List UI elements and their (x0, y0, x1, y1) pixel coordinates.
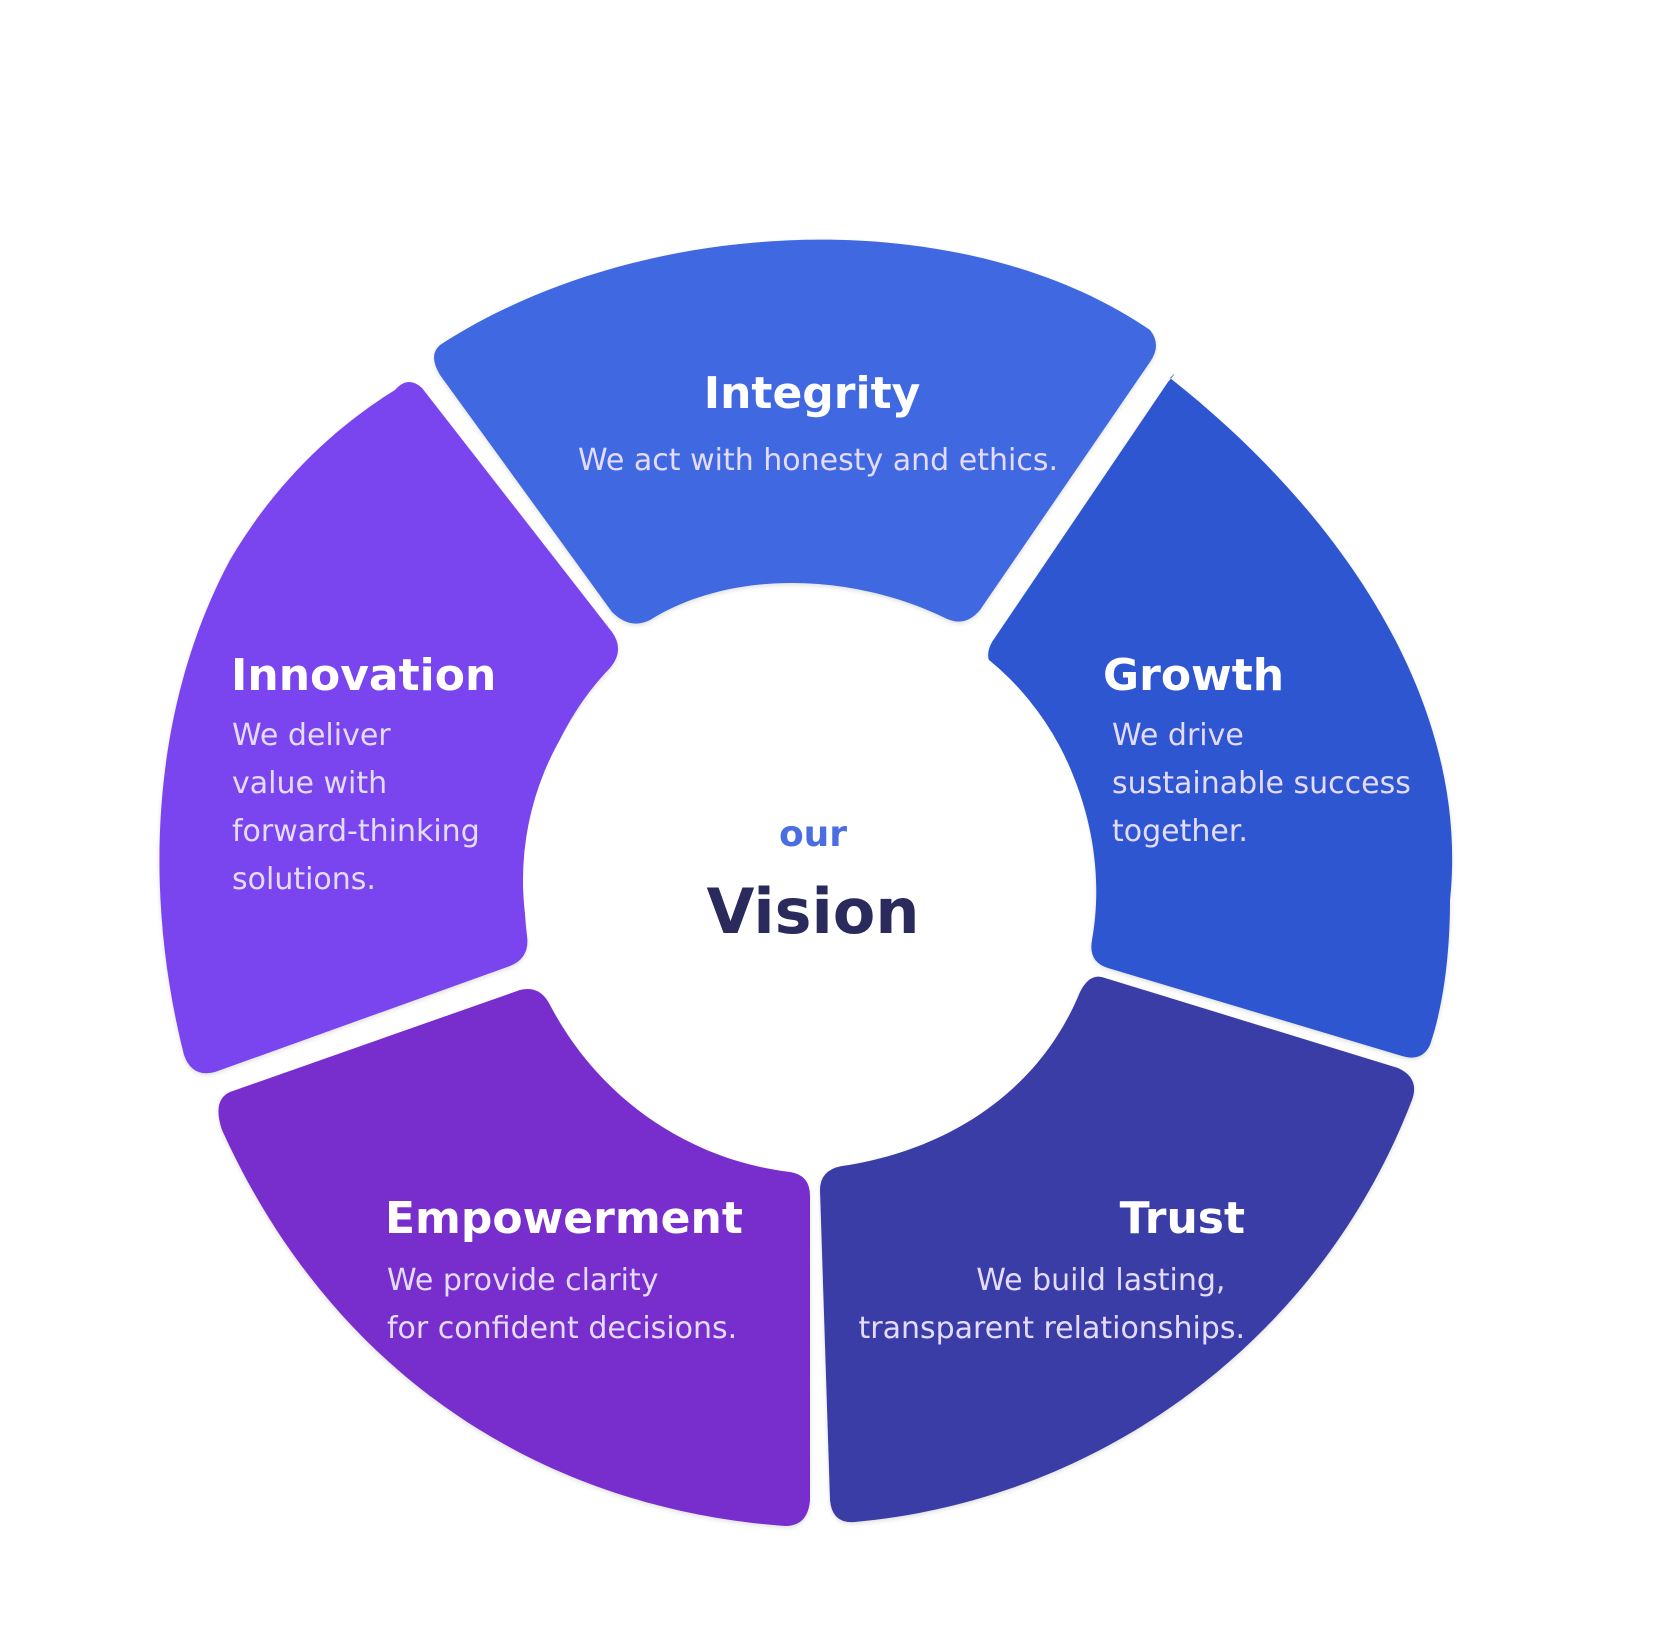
svg-text:We act with honesty and ethics: We act with honesty and ethics. (578, 443, 1058, 478)
segment-innovation-desc-line-2: value with (232, 766, 387, 801)
segment-trust-desc-line-1: We build lasting, (976, 1263, 1225, 1298)
center-circle (523, 595, 1093, 1165)
segment-innovation-desc-line-1: We deliver (232, 718, 391, 753)
center-subtitle: our (779, 814, 847, 855)
center-title: Vision (706, 875, 919, 948)
segment-growth-desc-line-2: sustainable success (1112, 766, 1411, 801)
center-hub: our Vision (523, 595, 1093, 1165)
segment-innovation-title: Innovation (231, 650, 496, 701)
segment-innovation[interactable]: Innovation We deliver value with forward… (159, 381, 619, 1074)
segment-integrity-title: Integrity (704, 368, 921, 419)
segment-innovation-shape (159, 381, 619, 1074)
segment-integrity-shape (434, 239, 1156, 624)
segment-empowerment-desc-line-1: We provide clarity (387, 1263, 659, 1298)
segment-innovation-desc-line-4: solutions. (232, 862, 376, 897)
segment-growth-desc-line-3: together. (1112, 814, 1248, 849)
svg-text:We build lasting, transp: We build lasting, transparent relationsh… (859, 1263, 1246, 1346)
segment-empowerment-desc-line-2: for confident decisions. (387, 1311, 737, 1346)
segment-growth-title: Growth (1103, 650, 1284, 701)
svg-text:We deliver value with: We deliver value with forward-thinking s… (232, 718, 489, 897)
segment-trust[interactable]: Trust We build lasting, transparent rela… (820, 976, 1415, 1523)
segment-trust-shape (820, 976, 1415, 1523)
segment-empowerment-title: Empowerment (385, 1193, 743, 1244)
segment-growth[interactable]: Growth We drive sustainable success toge… (988, 373, 1453, 1058)
segment-growth-shape (988, 373, 1453, 1058)
segment-trust-desc-line-2: transparent relationships. (859, 1311, 1246, 1346)
segment-integrity[interactable]: Integrity We act with honesty and ethics… (434, 239, 1156, 624)
segment-trust-title: Trust (1120, 1193, 1245, 1244)
segment-innovation-desc-line-3: forward-thinking (232, 814, 480, 849)
segment-growth-desc-line-1: We drive (1112, 718, 1244, 753)
svg-text:We provide clarity for c: We provide clarity for confident decisio… (387, 1263, 737, 1346)
svg-text:We drive sustainable suc: We drive sustainable success together. (1112, 718, 1420, 849)
segment-empowerment[interactable]: Empowerment We provide clarity for confi… (218, 989, 810, 1526)
segment-integrity-desc-line-1: We act with honesty and ethics. (578, 443, 1058, 478)
segment-empowerment-shape (218, 989, 810, 1526)
